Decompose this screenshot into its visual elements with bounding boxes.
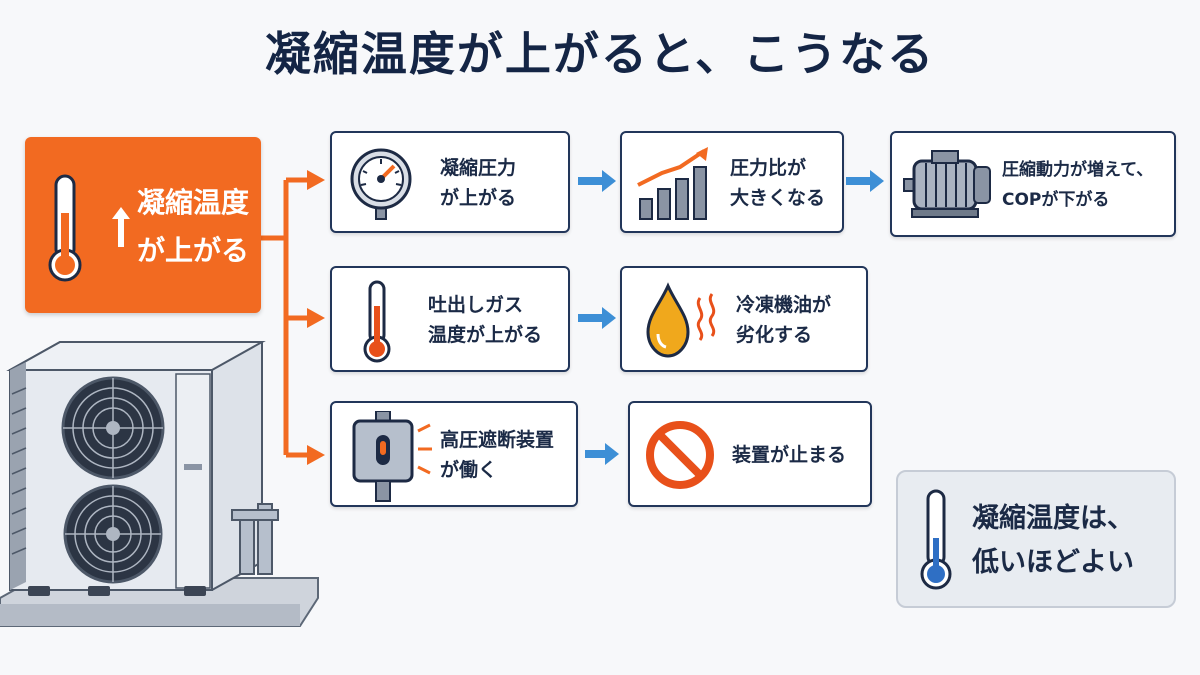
conclusion-line-2: 低いほどよい <box>972 547 1134 578</box>
high-pressure-cutout-line-2: が働く <box>440 459 498 481</box>
pressure-gauge-icon <box>350 148 412 220</box>
conclusion-text: 凝縮温度は、 低いほどよい <box>972 497 1172 585</box>
high-pressure-cutout-box: 高圧遮断装置 が働く <box>330 401 578 507</box>
outdoor-unit-illustration <box>0 341 319 627</box>
compressor-power-line-2: COPが下がる <box>1002 190 1110 210</box>
page-title: 凝縮温度が上がると、こうなる <box>264 27 936 81</box>
hot-oil-drop-icon <box>646 282 716 358</box>
blue-arrow-1 <box>578 170 616 192</box>
up-arrow-icon <box>112 207 130 247</box>
pressure-switch-icon <box>352 411 432 502</box>
compressor-power-line-1: 圧縮動力が増えて、 <box>1002 160 1154 180</box>
pressure-ratio-box: 圧力比が 大きくなる <box>620 131 844 233</box>
blue-arrow-3 <box>578 307 616 329</box>
discharge-gas-temp-line-1: 吐出しガス <box>428 294 524 316</box>
oil-degradation-box: 冷凍機油が 劣化する <box>620 266 868 372</box>
oil-degradation-line-2: 劣化する <box>736 324 813 346</box>
compressor-power-label: 圧縮動力が増えて、 COPが下がる <box>1002 155 1153 215</box>
pressure-ratio-line-2: 大きくなる <box>730 187 826 209</box>
condensing-pressure-line-1: 凝縮圧力 <box>440 157 517 179</box>
bar-chart-rising-icon <box>637 147 708 220</box>
thermometer-icon <box>363 280 391 363</box>
condensing-pressure-label: 凝縮圧力 が上がる <box>440 153 516 213</box>
oil-degradation-line-1: 冷凍機油が <box>736 294 832 316</box>
oil-degradation-label: 冷凍機油が 劣化する <box>736 290 831 350</box>
compressor-power-box: 圧縮動力が増えて、 COPが下がる <box>890 131 1176 237</box>
cause-line-1: 凝縮温度 <box>137 186 250 219</box>
thermometer-low-icon <box>920 489 952 590</box>
pressure-ratio-line-1: 圧力比が <box>730 157 807 179</box>
cause-box: 凝縮温度 が上がる <box>25 137 261 313</box>
blue-arrows <box>578 170 884 465</box>
discharge-gas-temp-box: 吐出しガス 温度が上がる <box>330 266 570 372</box>
discharge-gas-temp-line-2: 温度が上がる <box>428 324 543 346</box>
condensing-pressure-line-2: が上がる <box>440 187 517 209</box>
discharge-gas-temp-label: 吐出しガス 温度が上がる <box>428 290 542 350</box>
branch-connector <box>261 177 310 458</box>
high-pressure-cutout-label: 高圧遮断装置 が働く <box>440 425 554 485</box>
conclusion-line-1: 凝縮温度は、 <box>972 503 1134 534</box>
orange-arrowhead-2 <box>307 308 325 328</box>
high-pressure-cutout-line-1: 高圧遮断装置 <box>440 429 555 451</box>
orange-arrowhead-3 <box>307 445 325 465</box>
cause-label: 凝縮温度 が上がる <box>137 179 257 275</box>
system-stop-box: 装置が止まる <box>628 401 872 507</box>
system-stop-label: 装置が止まる <box>732 444 847 466</box>
blue-arrow-2 <box>846 170 884 192</box>
upper-fan-icon <box>61 376 165 480</box>
blue-arrow-4 <box>585 443 619 465</box>
orange-arrowhead-1 <box>307 170 325 190</box>
condensing-pressure-box: 凝縮圧力 が上がる <box>330 131 570 233</box>
conclusion-note: 凝縮温度は、 低いほどよい <box>896 470 1176 608</box>
cause-line-2: が上がる <box>137 234 250 267</box>
compressor-motor-icon <box>903 150 991 218</box>
branch-arrowheads <box>307 170 325 465</box>
lower-fan-icon <box>63 484 163 584</box>
pressure-ratio-label: 圧力比が 大きくなる <box>730 153 825 213</box>
prohibited-icon <box>646 421 714 489</box>
thermometer-rising-icon <box>48 174 82 282</box>
